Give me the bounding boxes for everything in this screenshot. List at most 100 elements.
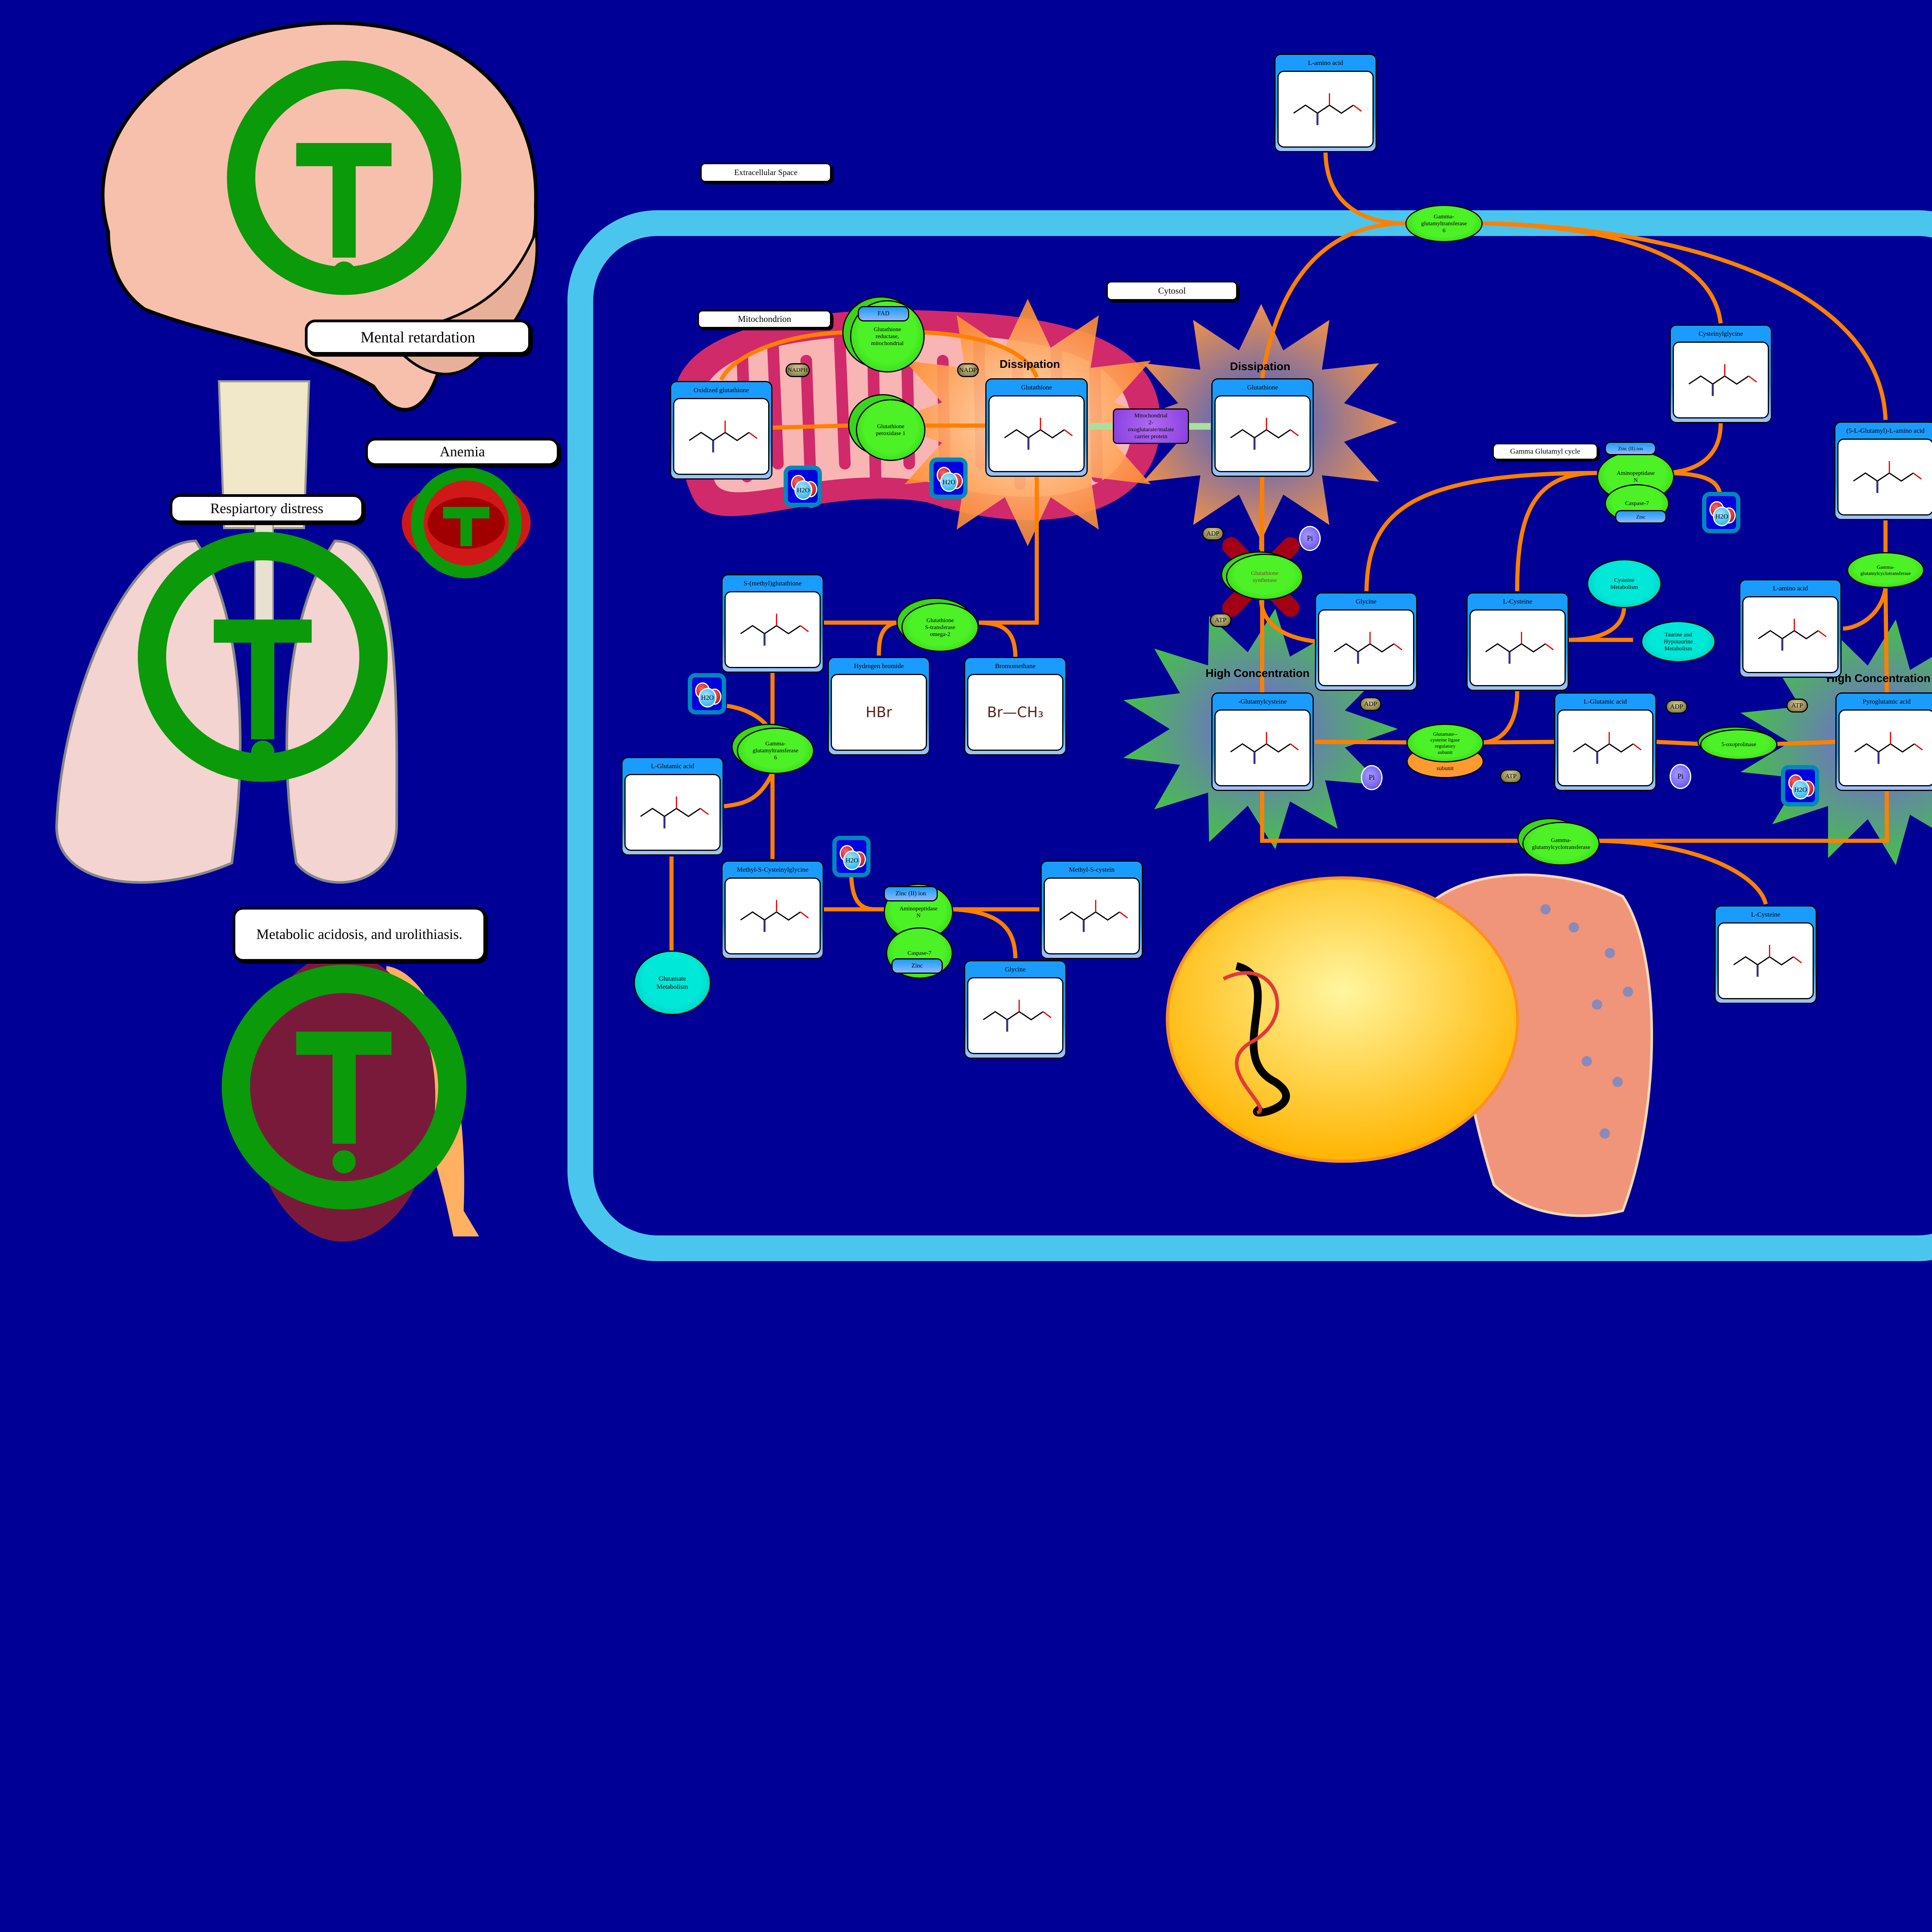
structure-image bbox=[1318, 609, 1414, 686]
skeletal-structure-icon bbox=[1485, 632, 1554, 664]
pathway-taurine-hypotaurine-metabolism[interactable]: Taurine and Hypotaurine Metabolism bbox=[1641, 621, 1716, 662]
molecule-glutathione-mito[interactable]: Glutathione bbox=[985, 378, 1088, 477]
cofactor-pi: Pi bbox=[1670, 764, 1691, 789]
enzyme-glutamate-cysteine-ligase-regulatory-subunit[interactable]: Glutamate-- cysteine ligase regulatory s… bbox=[1406, 724, 1484, 762]
cofactor-atp: ATP bbox=[1210, 613, 1231, 627]
molecule-l-amino-acid-extracellular[interactable]: L-amino acid bbox=[1274, 54, 1377, 152]
mitochondrion-label: Mitochondrion bbox=[697, 310, 832, 328]
structure-image bbox=[1214, 395, 1311, 472]
structure-image bbox=[1214, 709, 1311, 786]
molecule-oxidized-glutathione[interactable]: Oxidized glutathione bbox=[670, 381, 772, 480]
symptom-icon-brain bbox=[227, 60, 461, 295]
skeletal-structure-icon bbox=[1758, 619, 1827, 651]
molecule-name: -Glutamylcysteine bbox=[1238, 698, 1287, 705]
enzyme-glutathione-synthetase[interactable]: Glutathione synthetase bbox=[1226, 554, 1303, 600]
molecule-name: L-Cysteine bbox=[1751, 911, 1781, 918]
water-icon: H2O bbox=[1702, 492, 1740, 533]
water-label: H2O bbox=[1792, 780, 1810, 799]
transporter-2-oxoglutarate-malate-carrier[interactable]: Mitochondrial 2- oxoglutarate/malate car… bbox=[1113, 408, 1189, 444]
molecule-pyroglutamic-acid[interactable]: Pyroglutamic acid bbox=[1835, 692, 1932, 791]
molecule-name: Glycine bbox=[1005, 966, 1026, 973]
molecule-name: Bromomethane bbox=[995, 662, 1036, 670]
cofactor-nadph: NADPH bbox=[786, 363, 810, 377]
structure-image bbox=[1673, 342, 1769, 418]
enzyme-glutathione-s-transferase-omega-2[interactable]: Glutathione S-transferase omega-2 bbox=[901, 603, 979, 652]
structure-image bbox=[967, 977, 1063, 1054]
molecule-l-glutamic-acid[interactable]: L-Glutamic acid bbox=[1554, 692, 1656, 791]
water-label: H2O bbox=[1713, 507, 1731, 526]
molecule-name: L-amino acid bbox=[1308, 59, 1344, 66]
structure-image bbox=[1742, 596, 1838, 673]
skeletal-structure-icon bbox=[1230, 732, 1299, 764]
water-icon: H2O bbox=[832, 836, 871, 877]
cofactor-pi: Pi bbox=[1299, 526, 1321, 551]
skeletal-structure-icon bbox=[1689, 364, 1757, 396]
diagram-background bbox=[55, 21, 1932, 1261]
enzyme-gamma-glutamyltransferase-6[interactable]: Gamma- glutamyltransferase 6 bbox=[737, 728, 814, 774]
skeletal-structure-icon bbox=[689, 420, 758, 452]
structure-formula: HBr bbox=[831, 674, 927, 751]
pathway-glutamate-metabolism[interactable]: Glutamate Metabolism bbox=[634, 951, 711, 1015]
symptom-label-metabolic-acidosis: Metabolic acidosis, and urolithiasis. bbox=[233, 907, 486, 962]
molecule-name: L-Glutamic acid bbox=[1583, 698, 1627, 705]
molecule-l-glutamic-acid[interactable]: L-Glutamic acid bbox=[621, 757, 724, 855]
molecule-glycine[interactable]: Glycine bbox=[964, 960, 1066, 1059]
molecule-name: Glutathione bbox=[1021, 384, 1052, 391]
molecule-name: Glycine bbox=[1355, 598, 1377, 605]
molecule-glutathione-cytosol[interactable]: Glutathione bbox=[1211, 378, 1314, 477]
enzyme-5-oxoprolinase[interactable]: 5-oxoprolinase bbox=[1700, 729, 1777, 760]
enzyme-gamma-glutamylcyclotransferase[interactable]: Gamma- glutamylcyclotransferase bbox=[1847, 552, 1924, 588]
molecule-l-cysteine[interactable]: L-Cysteine bbox=[1714, 905, 1817, 1004]
structure-image bbox=[1469, 609, 1566, 686]
molecule-methyl-s-cysteinylglycine[interactable]: Methyl-S-Cysteinylglycine bbox=[721, 861, 824, 959]
enzyme-gamma-glutamylcyclotransferase[interactable]: Gamma- glutamylcyclotransferase bbox=[1522, 822, 1600, 866]
skeletal-structure-icon bbox=[1230, 418, 1299, 450]
enzyme-glutathione-peroxidase-1[interactable]: Glutathione peroxidase 1 bbox=[856, 399, 925, 461]
molecule-glycine[interactable]: Glycine bbox=[1315, 592, 1417, 691]
symptom-label-mental-retardation: Mental retardation bbox=[305, 320, 531, 355]
cofactor-atp: ATP bbox=[1500, 769, 1522, 783]
enzyme-gamma-glutamyltransferase-6[interactable]: Gamma- glutamyltransferase 6 bbox=[1405, 205, 1483, 242]
gamma-glutamyl-cycle-label: Gamma Glutamyl cycle bbox=[1493, 443, 1598, 460]
symptom-label-anemia: Anemia bbox=[365, 438, 560, 466]
cofactor-atp: ATP bbox=[1786, 699, 1808, 713]
molecule-methyl-s-cystein[interactable]: Methyl-S-cystein bbox=[1041, 861, 1143, 959]
structure-image bbox=[724, 591, 821, 668]
dissipation-annotation: Dissipation bbox=[1000, 358, 1060, 371]
pathway-cysteine-metabolism[interactable]: Cysteine Metabolism bbox=[1587, 559, 1662, 608]
cofactor-tag-zinc-ii-ion: Zinc (II) ion bbox=[884, 886, 938, 901]
water-icon: H2O bbox=[688, 673, 726, 714]
water-label: H2O bbox=[843, 850, 861, 870]
cofactor-adp: ADP bbox=[1202, 527, 1224, 541]
high-concentration-annotation: High Concentration bbox=[1827, 672, 1931, 685]
structure-image bbox=[1718, 922, 1814, 999]
molecule-l-amino-acid[interactable]: L-amino acid bbox=[1739, 579, 1842, 678]
molecule-name: Methyl-S-Cysteinylglycine bbox=[736, 866, 809, 873]
molecule-name: L-Glutamic acid bbox=[651, 762, 694, 770]
dissipation-annotation: Dissipation bbox=[1230, 361, 1291, 373]
skeletal-structure-icon bbox=[1334, 632, 1403, 664]
cofactor-tag-zinc: Zinc bbox=[891, 958, 943, 974]
skeletal-structure-icon bbox=[740, 900, 809, 932]
symptom-icon-rbc bbox=[411, 468, 522, 578]
molecule-gamma-glutamylcysteine[interactable]: -Glutamylcysteine bbox=[1211, 692, 1314, 791]
skeletal-structure-icon bbox=[1004, 418, 1073, 450]
skeletal-structure-icon bbox=[740, 614, 809, 646]
structure-image bbox=[1277, 71, 1374, 148]
molecule-5-l-glutamyl-l-amino-acid[interactable]: (5-L-Glutamyl)-L-amino acid bbox=[1834, 422, 1932, 520]
molecule-cysteinylglycine[interactable]: Cysteinylglycine bbox=[1670, 325, 1772, 423]
structure-image bbox=[1838, 709, 1932, 786]
molecule-l-cysteine[interactable]: L-Cysteine bbox=[1466, 592, 1569, 691]
high-concentration-annotation: High Concentration bbox=[1206, 667, 1310, 680]
molecule-s-methylglutathione[interactable]: S-(methyl)glutathione bbox=[721, 574, 824, 673]
symptom-label-respiratory-distress: Respiartory distress bbox=[170, 494, 364, 523]
structure-image bbox=[624, 774, 721, 851]
extracellular-space-label: Extracellular Space bbox=[700, 163, 832, 182]
molecule-name: S-(methyl)glutathione bbox=[743, 580, 802, 587]
structure-image bbox=[1557, 709, 1653, 786]
molecule-name: Glutathione bbox=[1247, 384, 1278, 391]
reaction-edges bbox=[669, 152, 1889, 959]
structure-image bbox=[1044, 878, 1140, 954]
